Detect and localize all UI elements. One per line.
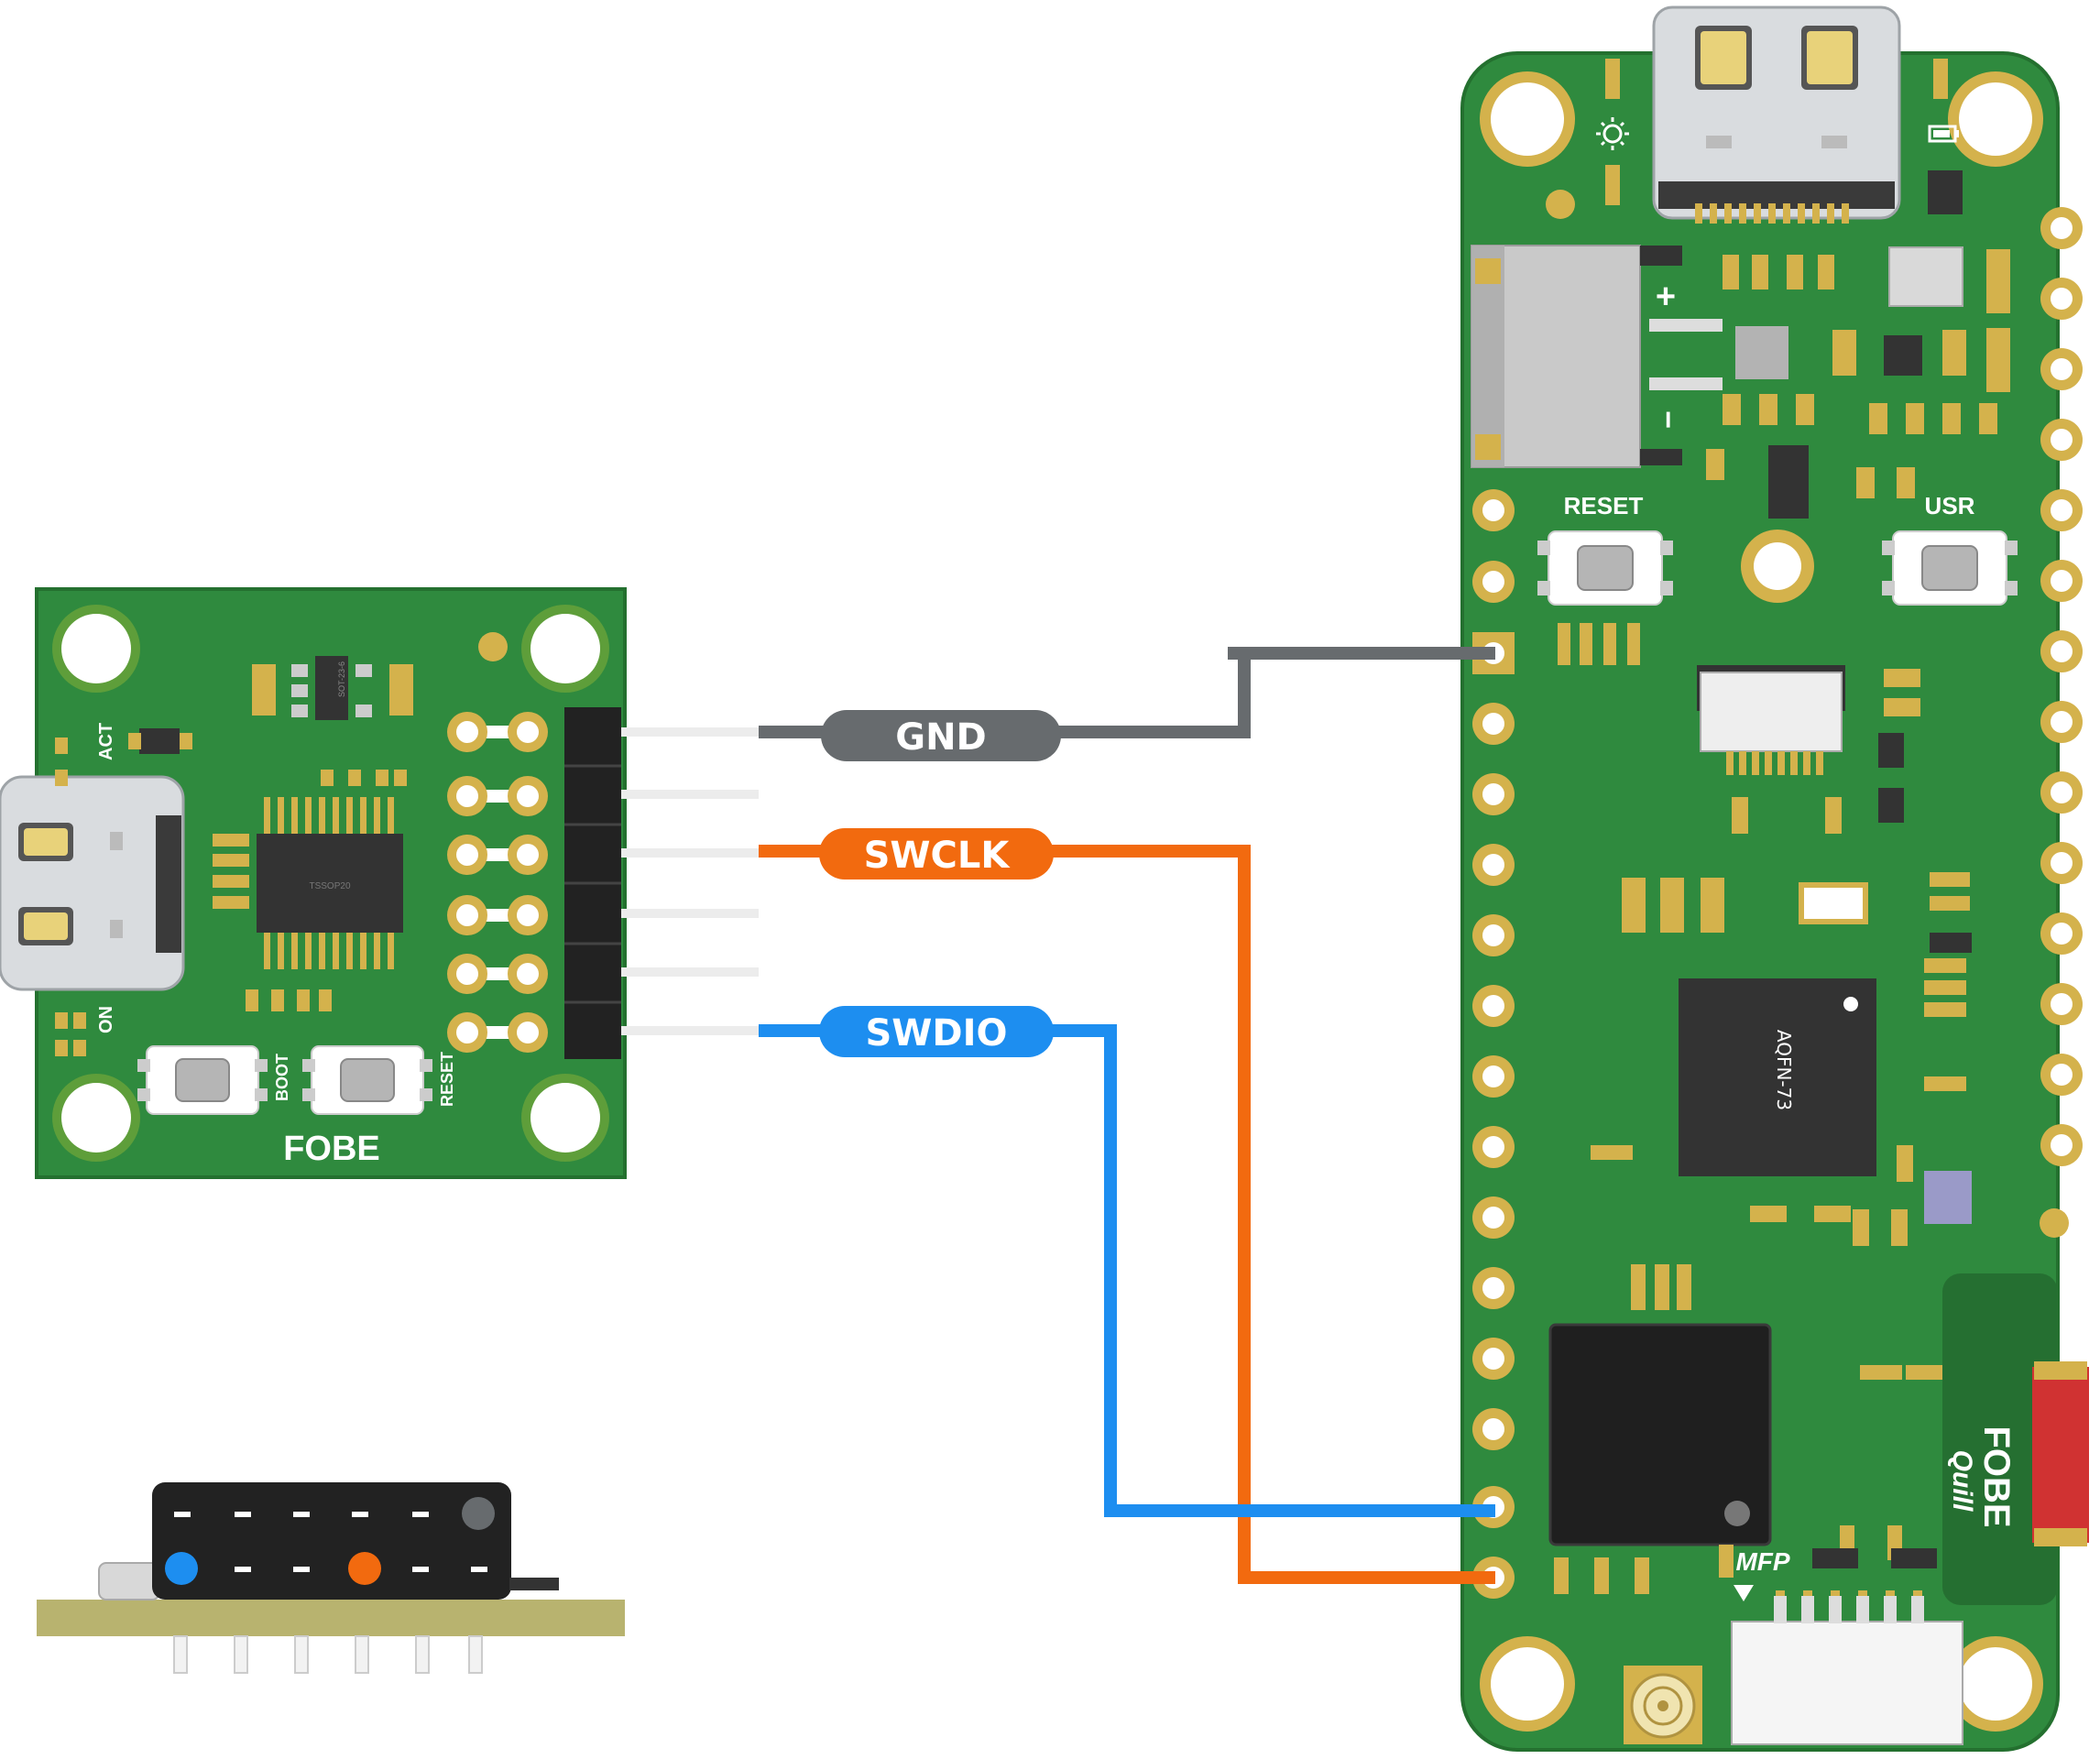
aqfn-chip-label: AQFN-73	[1773, 1030, 1795, 1110]
target-components-top	[1706, 246, 2010, 519]
ufl-antenna-connector[interactable]	[1624, 1666, 1702, 1744]
target-components-middle	[1558, 623, 1972, 1380]
act-label: ACT	[96, 723, 116, 760]
wire-swclk	[759, 845, 1503, 1584]
probe-board: ACT ON SOT-23-6 TSSOP20	[0, 587, 627, 1179]
pin-marker-swclk	[348, 1552, 381, 1585]
wire-label-swdio: SWDIO	[819, 1006, 1054, 1057]
probe-chip-label: TSSOP20	[309, 881, 350, 891]
usr-label: USR	[1925, 492, 1975, 519]
probe-components-misc	[55, 737, 407, 1056]
svg-text:GND: GND	[895, 716, 987, 759]
probe-right-angle-header	[564, 707, 621, 1059]
probe-logo: FOBE	[283, 1130, 380, 1168]
target-board: + − RESET USR	[1460, 5, 2089, 1752]
header-side-view	[37, 1482, 625, 1674]
target-left-pins	[1472, 489, 1515, 1599]
target-usb-c-connector[interactable]	[1652, 5, 1901, 224]
wire-swdio	[759, 1024, 1503, 1517]
target-logo-area: FOBE Quill	[1942, 1273, 2089, 1605]
battery-connector[interactable]	[1471, 245, 1723, 468]
probe-pin-stubs	[621, 727, 759, 1035]
wire-endpoints	[1110, 647, 1495, 1584]
on-label: ON	[96, 1006, 116, 1033]
mfp-arrow-icon	[1734, 1585, 1754, 1601]
battery-icon	[1928, 125, 1959, 143]
boot-label: BOOT	[273, 1054, 291, 1101]
probe-reset-label: RESET	[438, 1052, 456, 1107]
pin-marker-swdio	[165, 1552, 198, 1585]
mfp-label: MFP	[1735, 1547, 1789, 1576]
battery-plus-label: +	[1656, 278, 1676, 316]
svg-text:SWCLK: SWCLK	[864, 835, 1012, 877]
pin-marker-gnd	[462, 1497, 495, 1530]
probe-components-top: SOT-23-6	[252, 656, 413, 720]
target-right-pins	[2040, 207, 2083, 1166]
probe-usb-c-connector[interactable]	[0, 775, 185, 991]
usr-button[interactable]	[1882, 530, 2018, 606]
wire-label-gnd: GND	[821, 710, 1061, 761]
target-reset-button[interactable]	[1537, 530, 1673, 606]
probe-tssop-chip: TSSOP20	[257, 797, 403, 969]
aqfn-chip: AQFN-73	[1679, 978, 1876, 1176]
reset-button-probe[interactable]	[302, 1045, 432, 1115]
flash-chip	[1548, 1323, 1772, 1546]
mfp-connector[interactable]	[1731, 1590, 1963, 1745]
ffc-connector[interactable]	[1697, 665, 1845, 775]
target-reset-label: RESET	[1564, 492, 1644, 519]
target-logo-sub: Quill	[1947, 1450, 1977, 1512]
svg-text:SWDIO: SWDIO	[865, 1012, 1007, 1054]
led-sun-icon	[1596, 117, 1629, 150]
svg-text:SOT-23-6: SOT-23-6	[337, 661, 346, 697]
probe-header-pads	[447, 712, 548, 1053]
battery-minus-label: −	[1651, 410, 1686, 429]
wire-label-swclk: SWCLK	[819, 828, 1054, 880]
target-logo: FOBE	[1976, 1426, 2017, 1527]
boot-button[interactable]	[137, 1045, 268, 1115]
